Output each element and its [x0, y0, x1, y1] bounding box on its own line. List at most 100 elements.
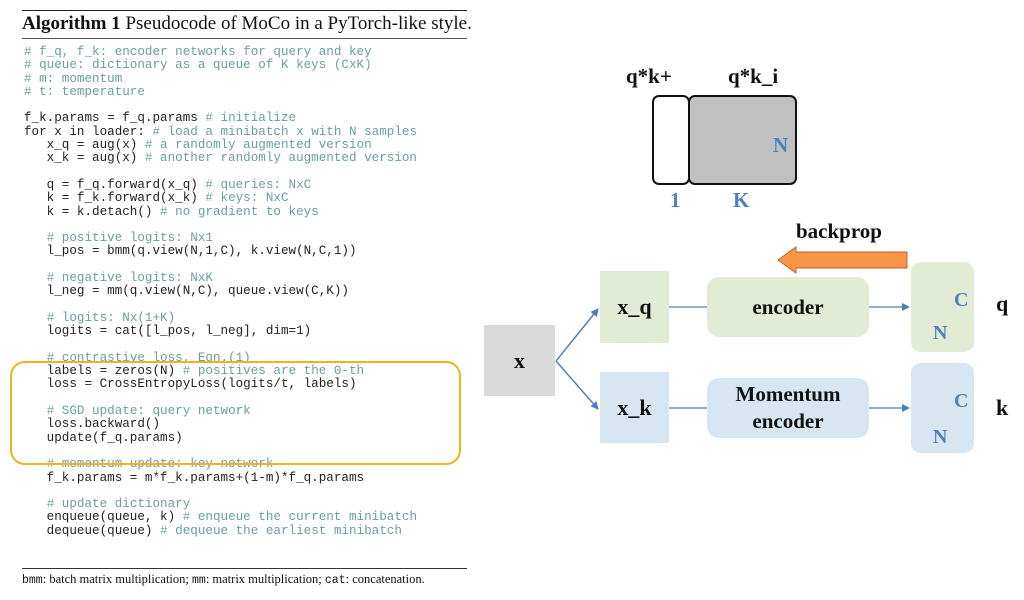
- code-comment: # queue: dictionary as a queue of K keys…: [24, 58, 372, 73]
- algorithm-title: Algorithm 1 Pseudocode of MoCo in a PyTo…: [22, 13, 472, 35]
- code-comment: # a randomly augmented version: [144, 138, 372, 153]
- key-augment-box: x_k: [600, 372, 669, 443]
- code-comment: # f_q, f_k: encoder networks for query a…: [24, 45, 372, 59]
- loss-update-highlight: [10, 361, 461, 465]
- code-line: # update dictionary: [24, 497, 417, 512]
- code-text: f_k.params = m*f_k.params+(1-m)*f_q.para…: [24, 470, 365, 485]
- code-comment: # negative logits: NxK: [46, 271, 213, 286]
- input-x-label: x: [514, 347, 525, 373]
- title-rule: [22, 38, 467, 39]
- code-line: [24, 339, 417, 352]
- code-line: logits = cat([l_pos, l_neg], dim=1): [24, 325, 417, 338]
- code-line: loss = CrossEntropyLoss(logits/t, labels…: [24, 378, 417, 391]
- backprop-arrow: [777, 246, 908, 274]
- backprop-label: backprop: [796, 219, 882, 243]
- code-line: [24, 259, 417, 272]
- code-line: l_neg = mm(q.view(N,C), queue.view(C,K)): [24, 285, 417, 298]
- code-text: [24, 231, 47, 245]
- input-x-box: x: [484, 325, 555, 396]
- code-comment: # update dictionary: [46, 497, 191, 512]
- code-line: f_k.params = m*f_k.params+(1-m)*f_q.para…: [24, 470, 417, 485]
- code-comment: # dequeue the earliest minibatch: [160, 523, 402, 538]
- code-line: dequeue(queue) # dequeue the earliest mi…: [24, 523, 417, 538]
- logits-height-label: N: [773, 133, 789, 157]
- code-comment: # logits: Nx(1+K): [46, 310, 176, 325]
- bottom-rule: [22, 568, 467, 569]
- code-line: # negative logits: NxK: [24, 271, 417, 286]
- query-output-n-label: N: [933, 322, 948, 344]
- query-output-c-label: C: [954, 289, 969, 311]
- code-line: # SGD update: query network: [24, 404, 417, 419]
- code-text: k = k.detach(): [24, 204, 161, 219]
- code-comment: # load a minibatch x with N samples: [152, 124, 417, 139]
- footnote-term-mm: mm: [192, 574, 206, 587]
- code-text: logits = cat([l_pos, l_neg], dim=1): [24, 324, 312, 339]
- code-line: [24, 99, 417, 112]
- code-line: x_q = aug(x) # a randomly augmented vers…: [24, 138, 417, 153]
- pseudocode: # f_q, f_k: encoder networks for query a…: [24, 45, 417, 538]
- code-line: k = f_k.forward(x_k) # keys: NxC: [24, 192, 417, 205]
- algorithm-caption: Pseudocode of MoCo in a PyTorch-like sty…: [120, 13, 472, 34]
- code-line: # t: temperature: [24, 84, 417, 99]
- code-line: l_pos = bmm(q.view(N,1,C), k.view(N,C,1)…: [24, 245, 417, 258]
- code-text: labels = zeros(N): [24, 364, 183, 379]
- code-line: [24, 485, 417, 498]
- x-to-xq-arrow: [555, 308, 599, 362]
- code-comment: # m: momentum: [24, 71, 123, 86]
- key-augment-label: x_k: [617, 394, 652, 420]
- code-text: dequeue(queue): [24, 523, 161, 538]
- code-comment: # positives are the 0-th: [182, 364, 365, 379]
- code-line: labels = zeros(N) # positives are the 0-…: [24, 364, 417, 379]
- query-encoder-label: encoder: [752, 294, 824, 319]
- query-augment-box: x_q: [600, 271, 669, 343]
- code-comment: # no gradient to keys: [160, 204, 319, 219]
- code-comment: # queries: NxC: [205, 177, 312, 192]
- code-comment: # SGD update: query network: [46, 404, 251, 419]
- top-rule: [22, 10, 467, 11]
- code-text: q = f_q.forward(x_q): [24, 177, 206, 192]
- negative-logits-matrix: [688, 95, 797, 185]
- code-line: k = k.detach() # no gradient to keys: [24, 204, 417, 219]
- code-text: loss = CrossEntropyLoss(logits/t, labels…: [24, 377, 357, 392]
- key-output-box: [911, 363, 974, 453]
- code-comment: # enqueue the current minibatch: [182, 510, 418, 525]
- footnote-term-bmm: bmm: [22, 574, 43, 587]
- query-output-box: [911, 262, 974, 352]
- code-text: enqueue(queue, k): [24, 510, 183, 525]
- code-comment: # another randomly augmented version: [144, 151, 417, 166]
- code-comment: # positive logits: Nx1: [46, 231, 213, 246]
- code-text: for x in loader:: [24, 124, 153, 139]
- positive-logit-label: q*k+: [626, 64, 672, 88]
- code-text: f_k.params = f_q.params: [24, 111, 206, 126]
- negative-width-label: K: [733, 188, 750, 212]
- positive-width-label: 1: [670, 188, 681, 212]
- code-comment: # initialize: [205, 111, 297, 126]
- key-output-c-label: C: [954, 390, 969, 412]
- x-to-xk-arrow: [555, 360, 599, 410]
- query-encoder-box: encoder: [707, 277, 869, 337]
- key-output-name: k: [996, 395, 1009, 420]
- code-line: for x in loader: # load a minibatch x wi…: [24, 124, 417, 139]
- footnote-def-cat: : concatenation.: [345, 572, 425, 586]
- footnote-def-bmm: : batch matrix multiplication;: [42, 572, 192, 586]
- code-line: # logits: Nx(1+K): [24, 310, 417, 325]
- code-text: [24, 497, 47, 511]
- code-text: [24, 311, 47, 325]
- negative-logit-label: q*k_i: [728, 64, 779, 88]
- code-line: enqueue(queue, k) # enqueue the current …: [24, 511, 417, 524]
- footnote-def-mm: : matrix multiplication;: [205, 572, 325, 586]
- query-augment-label: x_q: [617, 294, 652, 319]
- code-line: [24, 299, 417, 312]
- code-text: x_q = aug(x): [24, 138, 145, 153]
- code-text: l_pos = bmm(q.view(N,1,C), k.view(N,C,1)…: [24, 244, 357, 259]
- code-text: l_neg = mm(q.view(N,C), queue.view(C,K)): [24, 284, 349, 299]
- code-comment: # t: temperature: [24, 84, 145, 99]
- positive-logits-column: [652, 95, 690, 185]
- code-text: loss.backward(): [24, 417, 161, 432]
- key-output-n-label: N: [933, 426, 948, 448]
- code-line: f_k.params = f_q.params # initialize: [24, 112, 417, 125]
- algorithm-number: Algorithm 1: [22, 13, 121, 34]
